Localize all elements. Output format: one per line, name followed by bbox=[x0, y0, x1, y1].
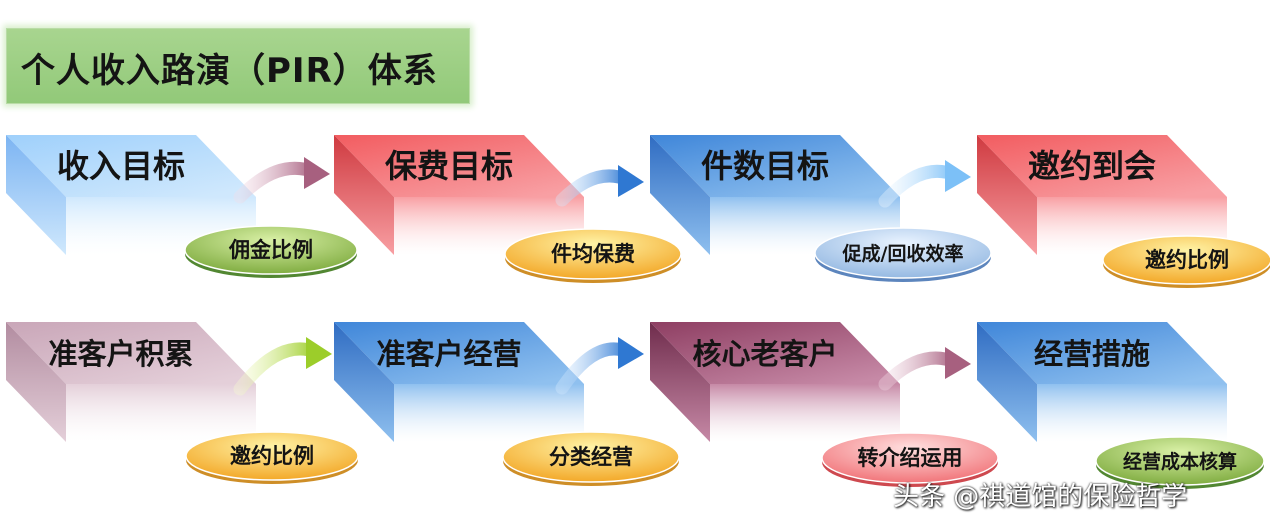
arrow-shaft bbox=[878, 164, 962, 208]
connector-label: 转介绍运用 bbox=[858, 446, 963, 470]
arrow-head bbox=[618, 337, 644, 369]
connector-pill: 经营成本核算 bbox=[1095, 436, 1265, 489]
step-block: 准客户经营 bbox=[334, 322, 584, 442]
pill-body bbox=[814, 227, 992, 279]
step-side-face bbox=[650, 322, 710, 442]
arrow-head bbox=[945, 347, 971, 379]
arrow-shaft bbox=[233, 342, 323, 396]
flow-arrow bbox=[555, 337, 644, 395]
arrow-shaft bbox=[233, 161, 321, 204]
pill-body bbox=[504, 228, 682, 280]
step-label: 准客户积累 bbox=[48, 337, 193, 371]
connector-pill: 转介绍运用 bbox=[821, 432, 999, 487]
step-side-face bbox=[977, 135, 1037, 255]
step-side-face bbox=[334, 135, 394, 255]
arrow-head bbox=[618, 165, 644, 197]
step-top-face bbox=[977, 322, 1227, 384]
step-label: 经营措施 bbox=[1034, 337, 1150, 371]
step-top-face bbox=[6, 322, 256, 384]
pill-body bbox=[502, 431, 680, 483]
step-label: 收入目标 bbox=[57, 147, 185, 185]
step-front-face bbox=[710, 384, 900, 442]
connector-pill: 促成/回收效率 bbox=[814, 227, 992, 282]
connector-label: 促成/回收效率 bbox=[842, 242, 964, 265]
step-top-face bbox=[650, 135, 900, 197]
step-top-face bbox=[650, 322, 900, 384]
step-side-face bbox=[650, 135, 710, 255]
step-top-face bbox=[977, 135, 1227, 197]
step-block: 经营措施 bbox=[977, 322, 1227, 442]
connector-label: 佣金比例 bbox=[228, 238, 313, 262]
step-front-face bbox=[1037, 384, 1227, 442]
step-label: 准客户经营 bbox=[376, 337, 521, 371]
connector-pill: 件均保费 bbox=[504, 228, 682, 283]
pill-body bbox=[184, 225, 358, 275]
connector-label: 件均保费 bbox=[551, 242, 635, 266]
pill-body bbox=[1102, 235, 1270, 285]
arrow-head bbox=[945, 160, 971, 192]
watermark: 头条 @祺道馆的保险哲学 bbox=[893, 482, 1188, 512]
step-side-face bbox=[6, 135, 66, 255]
arrow-head bbox=[304, 157, 330, 189]
step-side-face bbox=[6, 322, 66, 442]
step-label: 保费目标 bbox=[385, 147, 513, 185]
step-front-face bbox=[394, 384, 584, 442]
flow-arrow bbox=[233, 337, 332, 396]
flow-arrow bbox=[878, 347, 971, 391]
connector-pill: 佣金比例 bbox=[184, 225, 358, 278]
step-label: 件数目标 bbox=[701, 147, 829, 185]
connector-label: 经营成本核算 bbox=[1123, 450, 1237, 473]
arrow-shaft bbox=[878, 351, 962, 391]
connector-pill: 分类经营 bbox=[502, 431, 680, 486]
step-top-face bbox=[6, 135, 256, 197]
diagram-title: 个人收入路演（PIR）体系 bbox=[21, 51, 438, 91]
arrow-head bbox=[306, 337, 332, 369]
pill-body bbox=[1095, 436, 1265, 486]
step-side-face bbox=[334, 322, 394, 442]
connector-label: 分类经营 bbox=[549, 445, 633, 469]
step-front-face bbox=[66, 384, 256, 442]
pill-body bbox=[185, 431, 359, 481]
flow-arrow bbox=[233, 157, 330, 204]
step-top-face bbox=[334, 322, 584, 384]
pill-body bbox=[821, 432, 999, 484]
connector-label: 邀约比例 bbox=[230, 444, 314, 468]
step-block: 准客户积累 bbox=[6, 322, 256, 442]
flow-arrow bbox=[555, 165, 644, 207]
step-label: 核心老客户 bbox=[692, 337, 837, 371]
step-top-face bbox=[334, 135, 584, 197]
step-side-face bbox=[977, 322, 1037, 442]
connector-pill: 邀约比例 bbox=[185, 431, 359, 484]
flow-arrow bbox=[878, 160, 971, 208]
connector-pill: 邀约比例 bbox=[1102, 235, 1270, 288]
step-label: 邀约到会 bbox=[1028, 147, 1156, 185]
step-block: 核心老客户 bbox=[650, 322, 900, 442]
title-banner: 个人收入路演（PIR）体系 bbox=[6, 28, 470, 104]
connector-label: 邀约比例 bbox=[1145, 248, 1229, 272]
